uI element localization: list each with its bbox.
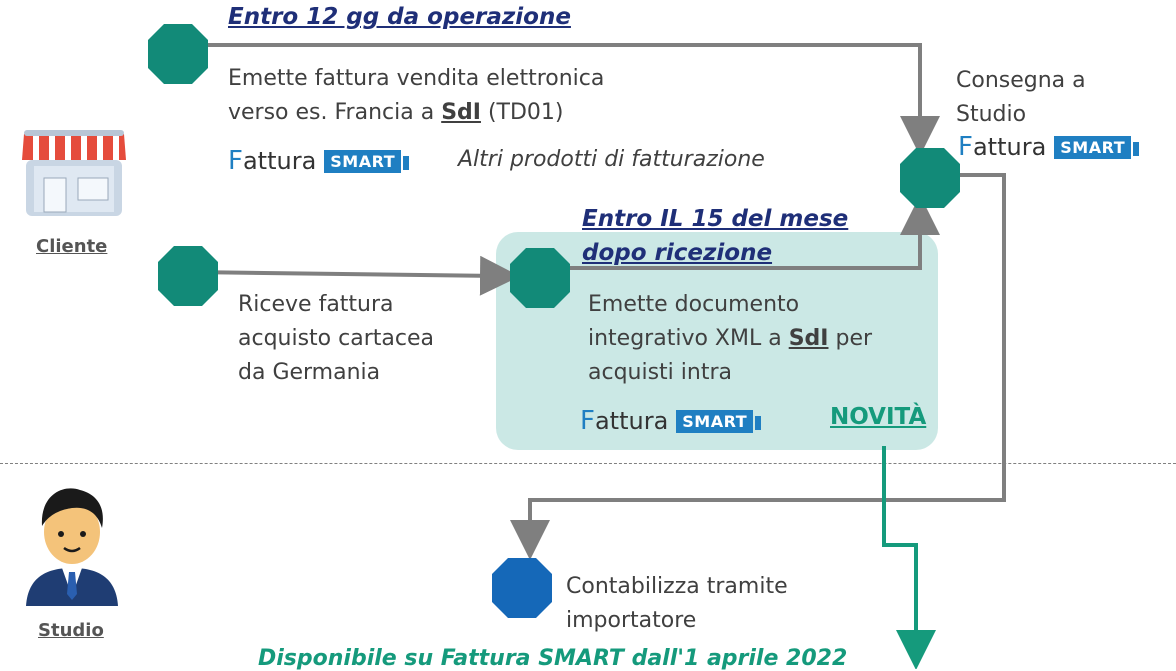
alt-products-label: Altri prodotti di fatturazione bbox=[458, 147, 765, 172]
step-receive-line3: da Germania bbox=[238, 360, 381, 385]
step-emit-invoice: Emette fattura vendita elettronica verso… bbox=[228, 62, 604, 130]
sdi-label: SdI bbox=[788, 326, 829, 351]
businessman-icon bbox=[18, 476, 126, 606]
availability-footnote: Disponibile su Fattura SMART dall'1 apri… bbox=[258, 646, 848, 671]
heading-integration-deadline-2: dopo ricezione bbox=[582, 240, 773, 266]
novita-badge: NOVITÀ bbox=[830, 404, 927, 430]
step-receive-line2: acquisto cartacea bbox=[238, 326, 434, 351]
flow-line-novita bbox=[882, 446, 936, 669]
node-emit-invoice bbox=[148, 24, 208, 84]
step-deliver-line1: Consegna a bbox=[956, 68, 1086, 93]
flow-line-receive-to-integrative bbox=[189, 255, 520, 296]
step-integrative: Emette documento integrativo XML a SdI p… bbox=[588, 288, 872, 390]
step-integrative-line1: Emette documento bbox=[588, 292, 800, 317]
step-integrative-line2: integrativo XML a SdI per bbox=[588, 326, 873, 351]
step-receive-line1: Riceve fattura bbox=[238, 292, 394, 317]
step-account-line2: importatore bbox=[566, 608, 697, 633]
sdi-label: SdI bbox=[441, 100, 481, 125]
role-studio: Studio bbox=[38, 620, 104, 641]
heading-client-deadline: Entro 12 gg da operazione bbox=[228, 4, 571, 30]
flow-line-integrative-to-deliver bbox=[540, 195, 940, 270]
step-account-line1: Contabilizza tramite bbox=[566, 574, 788, 599]
step-deliver-line2: Studio bbox=[956, 102, 1027, 127]
lane-separator bbox=[0, 463, 1176, 464]
step-emit-invoice-line2: verso es. Francia a SdI (TD01) bbox=[228, 100, 564, 125]
flow-line-emit-to-deliver bbox=[178, 43, 940, 156]
heading-integration-deadline-1: Entro IL 15 del mese bbox=[582, 206, 849, 232]
storefront-icon bbox=[20, 126, 128, 220]
node-deliver bbox=[900, 148, 960, 208]
step-integrative-line3: acquisti intra bbox=[588, 360, 732, 385]
node-account bbox=[492, 558, 552, 618]
step-receive: Riceve fattura acquisto cartacea da Germ… bbox=[238, 288, 434, 390]
flow-line-deliver-to-account bbox=[510, 173, 1006, 560]
node-integrative bbox=[510, 248, 570, 308]
step-account: Contabilizza tramite importatore bbox=[566, 570, 788, 638]
step-emit-invoice-line1: Emette fattura vendita elettronica bbox=[228, 66, 605, 91]
node-receive-invoice bbox=[158, 246, 218, 306]
role-client: Cliente bbox=[36, 236, 108, 257]
step-deliver: Consegna a Studio bbox=[956, 64, 1086, 132]
